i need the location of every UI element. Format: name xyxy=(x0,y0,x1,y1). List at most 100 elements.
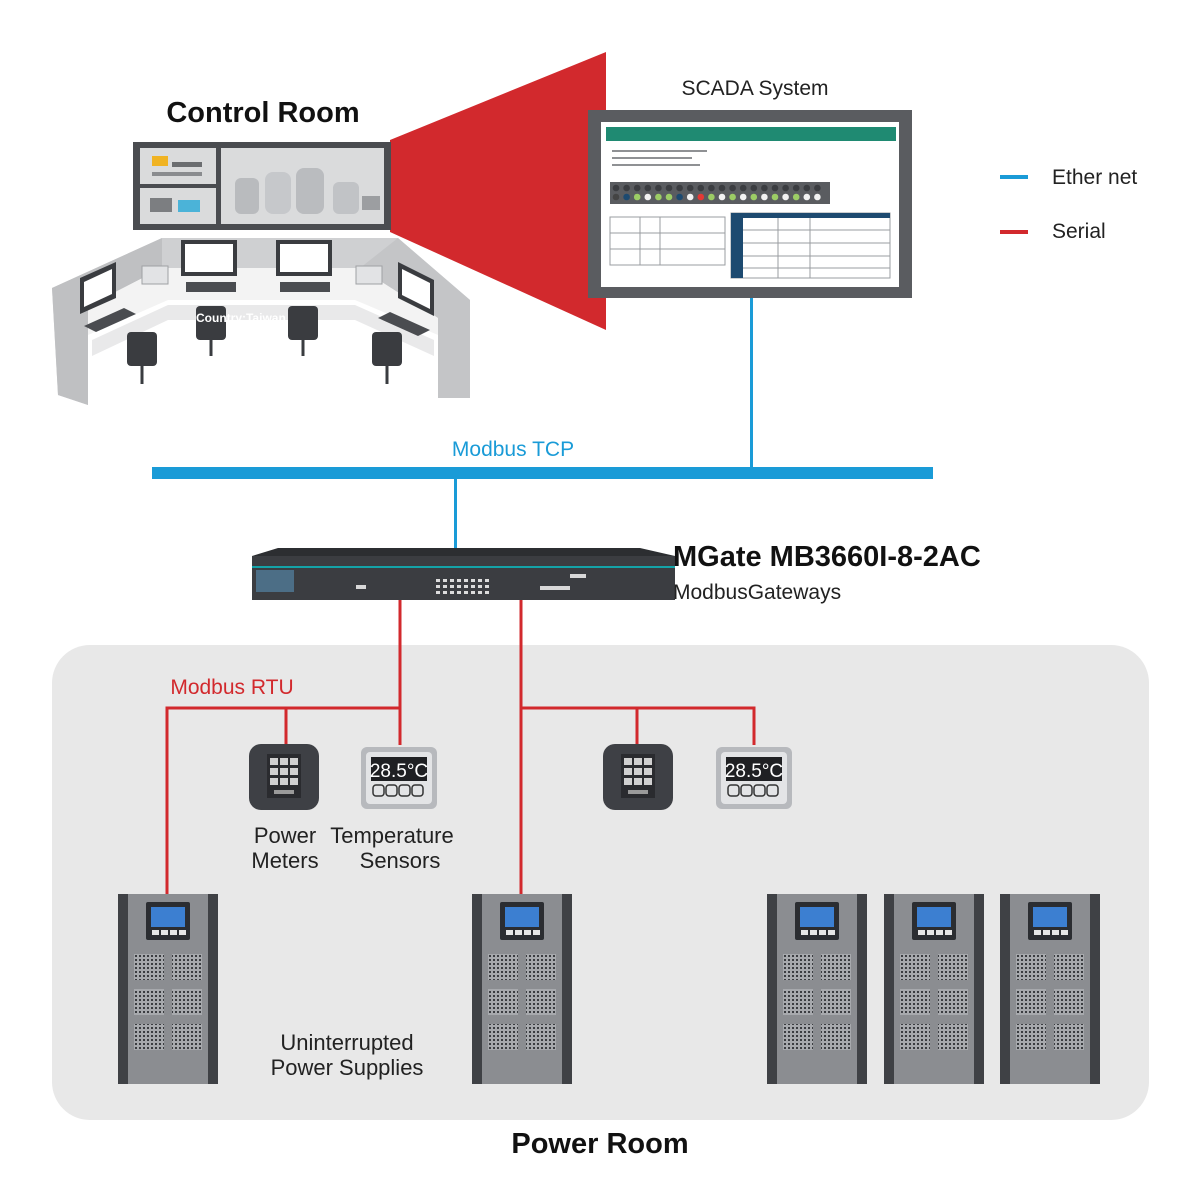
scada-indicator-dot xyxy=(792,193,800,201)
gateway-uplink xyxy=(454,478,457,548)
power-meters-label-line1: Power xyxy=(254,823,316,848)
serial-links xyxy=(165,600,756,895)
scada-monitor xyxy=(588,110,912,298)
temperature-readout-right: 28.5°C xyxy=(725,761,783,782)
gateway-port-led xyxy=(471,585,475,588)
scada-indicator-dot xyxy=(814,184,821,192)
temperature-sensors-label-line1: Temperature xyxy=(330,823,454,848)
gateway-port-led xyxy=(443,585,447,588)
scada-title: SCADA System xyxy=(681,77,828,100)
ups-unit-4 xyxy=(884,894,984,1084)
gateway-port-led xyxy=(464,585,468,588)
power-meters-label-line2: Meters xyxy=(251,848,318,873)
country-label: Country:Taiwan xyxy=(196,311,286,325)
gateway-port-led xyxy=(443,591,447,594)
scada-indicator-dot xyxy=(761,193,768,201)
scada-indicator-dot xyxy=(697,193,705,201)
scada-indicator-dot xyxy=(633,193,641,201)
gateway-port-led xyxy=(450,579,454,582)
scada-indicator-dot xyxy=(708,193,715,201)
ups-label-line1: Uninterrupted xyxy=(280,1030,413,1055)
ups-label-line2: Power Supplies xyxy=(271,1055,424,1080)
gateway-port-led xyxy=(436,585,440,588)
gateway-port-led xyxy=(485,591,489,594)
legend-serial-swatch xyxy=(1000,230,1028,234)
scada-indicator-dot xyxy=(782,184,789,192)
scada-indicator-dot xyxy=(729,184,736,192)
legend: Ether net Serial xyxy=(1000,166,1137,243)
scada-indicator-dot xyxy=(686,193,694,201)
ups-unit-1 xyxy=(118,894,218,1084)
ups-unit-2 xyxy=(472,894,572,1084)
gateway-port-led xyxy=(478,579,482,582)
scada-indicator-dot xyxy=(644,193,652,201)
scada-indicator-dot xyxy=(708,184,715,192)
scada-indicator-dot xyxy=(803,193,811,201)
temperature-sensor-right: 28.5°C xyxy=(715,746,793,810)
scada-indicator-dot xyxy=(750,193,758,201)
scada-indicator-dot xyxy=(676,193,683,201)
scada-indicator-dot xyxy=(686,184,694,192)
gateway-port-led xyxy=(478,591,482,594)
gateway-port-led xyxy=(471,591,475,594)
scada-indicator-dot xyxy=(623,184,630,192)
gateway-port-led xyxy=(443,579,447,582)
scada-indicator-dot xyxy=(771,193,779,201)
scada-status-indicators xyxy=(612,184,821,201)
power-room-area xyxy=(52,645,1149,1120)
gateway-port-led xyxy=(464,591,468,594)
gateway-port-led xyxy=(450,591,454,594)
scada-indicator-dot xyxy=(729,193,736,201)
gateway-port-led xyxy=(471,579,475,582)
scada-indicator-dot xyxy=(623,193,630,201)
temperature-sensors-label-line2: Sensors xyxy=(360,848,441,873)
gateway-port-leds xyxy=(436,579,489,594)
gateway-port-led xyxy=(436,591,440,594)
scada-indicator-dot xyxy=(750,184,758,192)
scada-indicator-dot xyxy=(761,184,768,192)
scada-indicator-dot xyxy=(782,193,789,201)
projection-beam xyxy=(390,52,606,330)
gateway-port-led xyxy=(450,585,454,588)
gateway-port-led xyxy=(485,579,489,582)
gateway-port-led xyxy=(457,585,461,588)
scada-indicator-dot xyxy=(739,193,747,201)
temperature-sensor-left: 28.5°C xyxy=(360,746,438,810)
modbus-rtu-label: Modbus RTU xyxy=(170,676,293,699)
modbus-tcp-bus xyxy=(152,467,933,479)
scada-indicator-dot xyxy=(655,193,662,201)
mgate-device xyxy=(252,548,675,600)
gateway-port-led xyxy=(436,579,440,582)
temperature-readout-left: 28.5°C xyxy=(370,761,428,782)
control-room-desks xyxy=(52,238,470,405)
scada-indicator-dot xyxy=(792,184,800,192)
scada-indicator-dot xyxy=(771,184,779,192)
control-room-title: Control Room xyxy=(166,97,359,129)
gateway-type-label: ModbusGateways xyxy=(673,581,841,604)
scada-indicator-dot xyxy=(718,184,726,192)
legend-ethernet-label: Ether net xyxy=(1052,166,1137,189)
scada-indicator-dot xyxy=(644,184,652,192)
gateway-port-led xyxy=(478,585,482,588)
scada-indicator-dot xyxy=(665,193,673,201)
legend-ethernet-swatch xyxy=(1000,175,1028,179)
ups-unit-5 xyxy=(1000,894,1100,1084)
modbus-tcp-label: Modbus TCP xyxy=(452,438,574,461)
scada-uplink xyxy=(750,298,753,468)
scada-indicator-dot xyxy=(739,184,747,192)
scada-indicator-dot xyxy=(718,193,726,201)
gateway-port-led xyxy=(464,579,468,582)
gateway-port-led xyxy=(457,591,461,594)
scada-indicator-dot xyxy=(676,184,683,192)
power-meter-right xyxy=(603,744,673,810)
ups-unit-3 xyxy=(767,894,867,1084)
control-room-video-wall xyxy=(133,142,391,230)
scada-indicator-dot xyxy=(665,184,673,192)
scada-indicator-dot xyxy=(697,184,705,192)
scada-indicator-dot xyxy=(814,193,821,201)
scada-indicator-dot xyxy=(633,184,641,192)
scada-indicator-dot xyxy=(612,193,620,201)
gateway-port-led xyxy=(485,585,489,588)
power-meter-left xyxy=(249,744,319,810)
